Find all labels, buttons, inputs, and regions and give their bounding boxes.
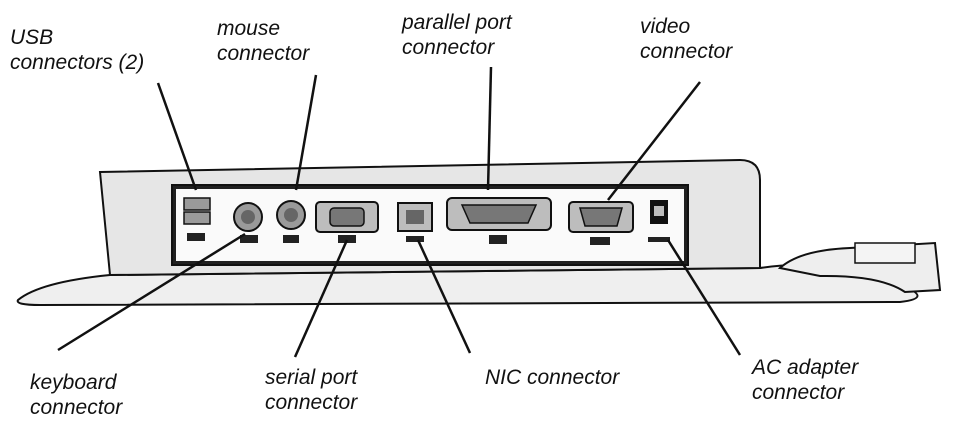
- nic-port-icon: [397, 202, 433, 242]
- ac-adapter-label: AC adapter connector: [752, 356, 859, 404]
- mouse-leader: [294, 74, 318, 191]
- video-leader: [607, 81, 701, 201]
- parallel-label: parallel port connector: [402, 11, 512, 59]
- mouse-port-icon: [276, 200, 306, 243]
- usb-leader: [156, 82, 198, 191]
- serial-label: serial port connector: [265, 366, 358, 414]
- nic-label: NIC connector: [485, 366, 620, 389]
- ac-leader: [666, 239, 742, 356]
- usb-port-icon: [183, 197, 211, 241]
- dock-tray-latch: [854, 242, 916, 264]
- parallel-port-icon: [446, 197, 552, 244]
- keyboard-leader: [57, 232, 246, 352]
- usb-label: USB connectors (2): [10, 26, 145, 74]
- mouse-label: mouse connector: [217, 17, 310, 65]
- ac-adapter-port-icon: [648, 200, 670, 242]
- video-label: video connector: [640, 15, 733, 63]
- leader-lines: [57, 66, 742, 358]
- serial-port-icon: [315, 201, 379, 243]
- nic-leader: [416, 239, 472, 354]
- parallel-leader: [486, 66, 493, 191]
- serial-leader: [293, 239, 349, 358]
- video-port-icon: [568, 201, 634, 245]
- keyboard-label: keyboard connector: [30, 371, 123, 419]
- keyboard-port-icon: [233, 202, 263, 243]
